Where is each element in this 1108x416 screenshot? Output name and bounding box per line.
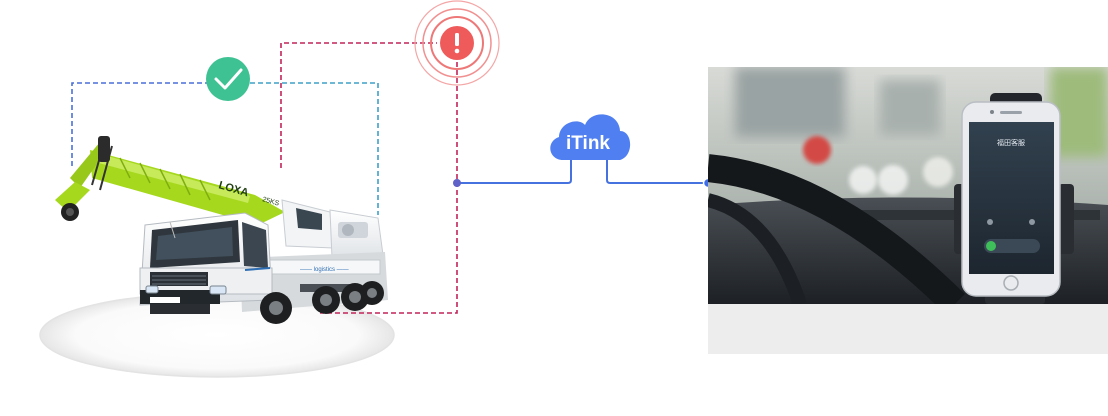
status-line-ok-right [250, 82, 379, 215]
svg-text:—— logistics ——: —— logistics —— [300, 267, 349, 273]
ground-shadow [39, 292, 395, 378]
status-line-ok-left [71, 82, 207, 166]
crane-truck: LOXA 25KS —— logistics —— [55, 136, 388, 324]
exclamation-icon [454, 33, 460, 54]
phone-caller: 福田客服 [997, 138, 1025, 147]
link-crane-cloud [457, 158, 572, 184]
crane-model: 25KS [261, 196, 280, 208]
phone-photo: 福田客服 [708, 67, 1108, 354]
cloud-icon: iTink [550, 114, 631, 160]
link-cloud-phone [606, 158, 708, 184]
cloud-label: iTink [566, 133, 610, 154]
status-line-alert [280, 42, 437, 168]
check-icon [214, 68, 243, 90]
ok-badge [206, 57, 250, 101]
node-crane [453, 179, 461, 187]
smartphone: 福田客服 [961, 101, 1061, 297]
status-line-alert-down [320, 62, 458, 314]
alert-badge [414, 0, 500, 86]
